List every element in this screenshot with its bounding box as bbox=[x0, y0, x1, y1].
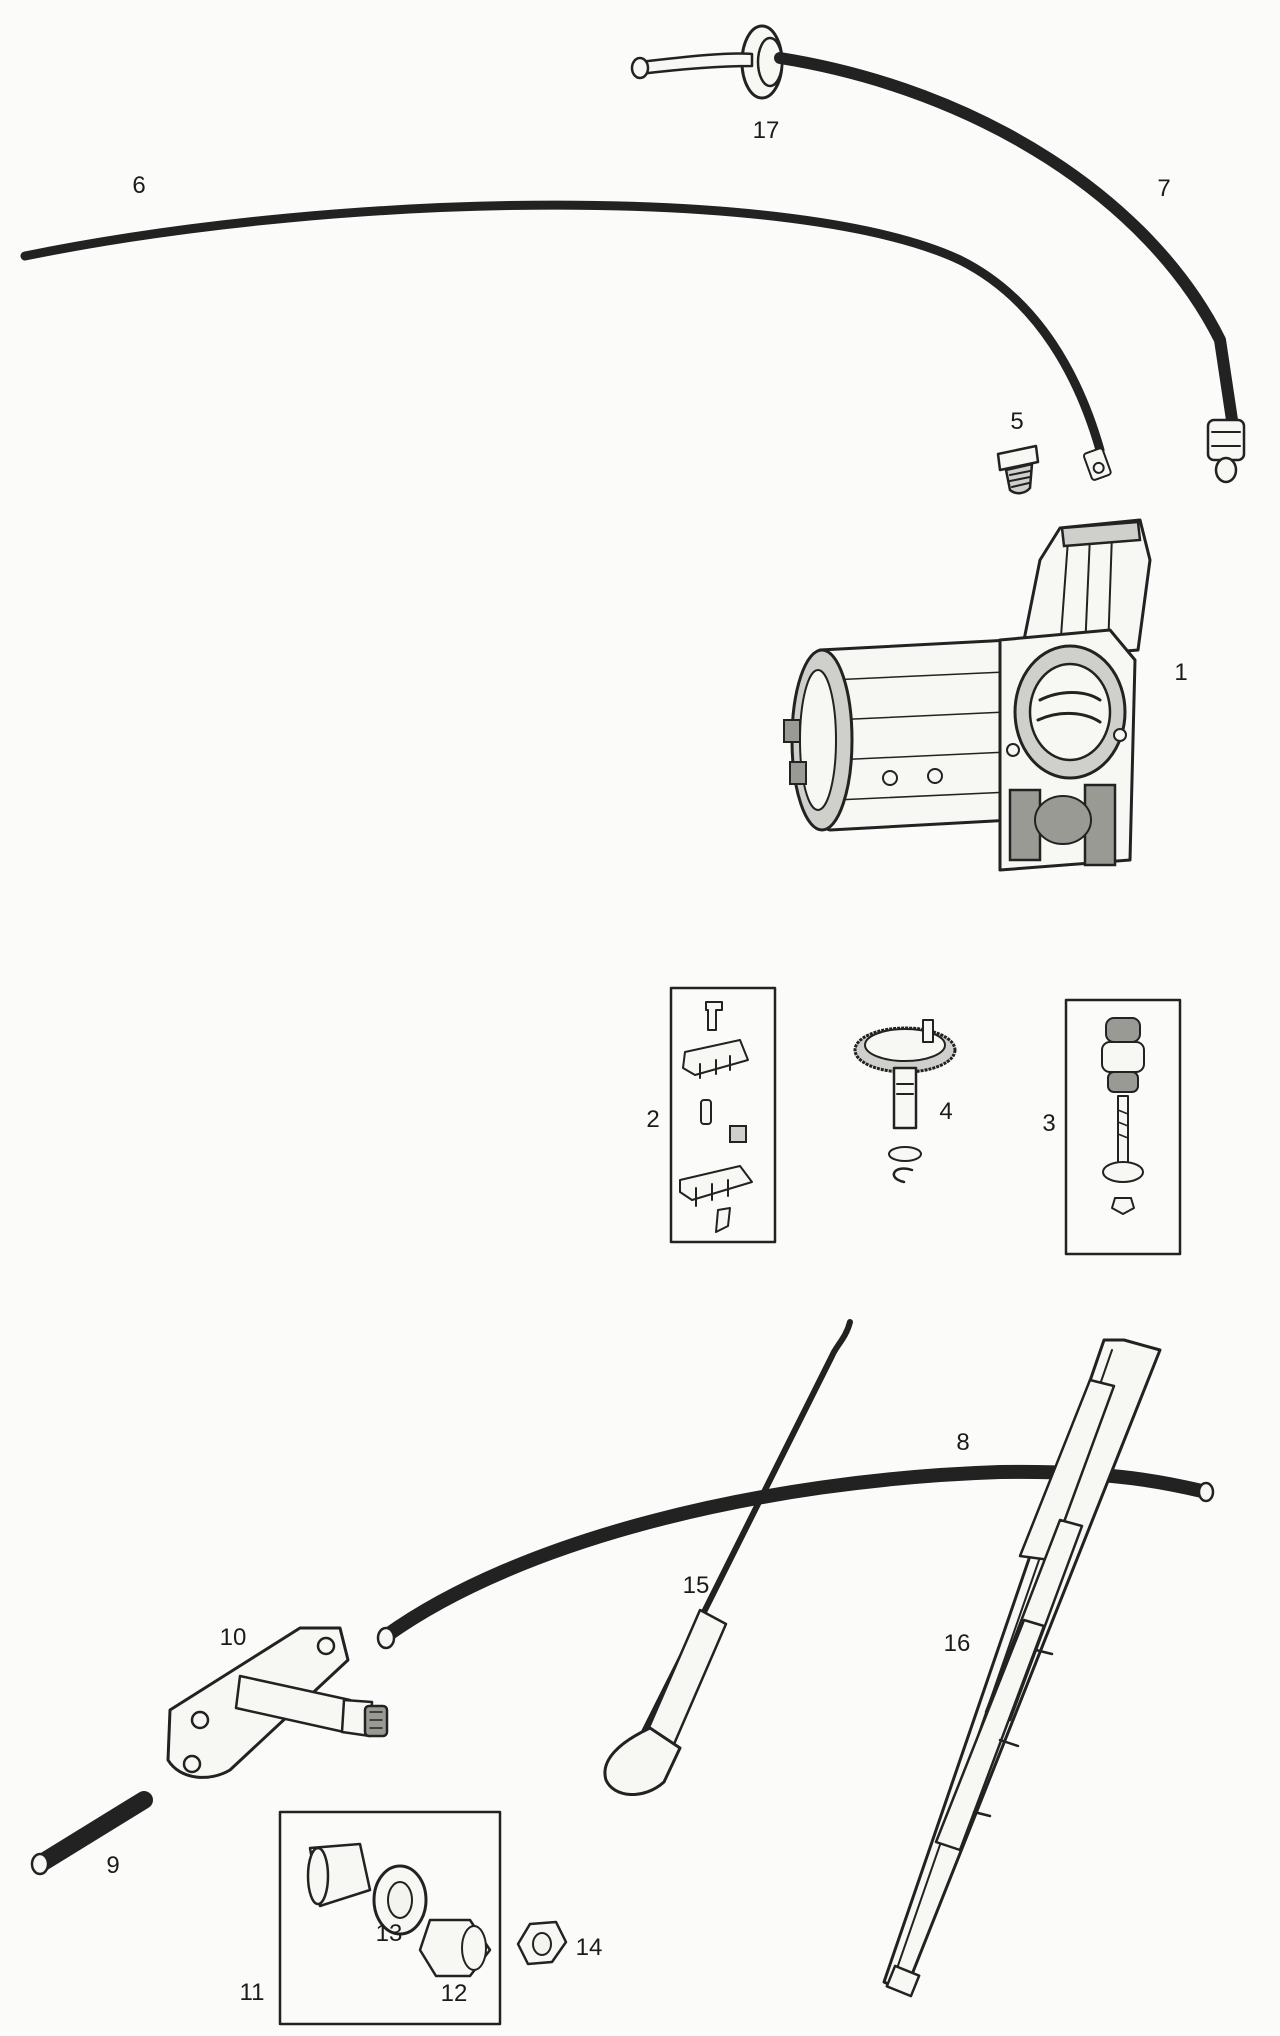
label-part-11: 11 bbox=[239, 1979, 265, 2006]
part-8-outer-casing bbox=[376, 1464, 1215, 1650]
part-11-spindle-kit bbox=[278, 1810, 502, 2026]
part-6-cable-rack bbox=[20, 200, 1112, 481]
label-part-14: 14 bbox=[575, 1934, 603, 1961]
label-part-4: 4 bbox=[939, 1098, 953, 1125]
part-17-grommet bbox=[630, 24, 784, 100]
label-part-13: 13 bbox=[375, 1920, 403, 1947]
label-part-1: 1 bbox=[1174, 659, 1188, 686]
label-part-7: 7 bbox=[1157, 175, 1171, 202]
part-9-end-tube bbox=[30, 1791, 153, 1876]
part-3-armature-kit bbox=[1064, 998, 1182, 1256]
label-part-2: 2 bbox=[646, 1106, 660, 1133]
label-part-8: 8 bbox=[956, 1429, 970, 1456]
label-part-5: 5 bbox=[1010, 408, 1024, 435]
part-10-wheelbox bbox=[166, 1626, 389, 1779]
label-part-15: 15 bbox=[682, 1572, 710, 1599]
label-part-6: 6 bbox=[132, 172, 146, 199]
part-16-wiper-blade bbox=[882, 1338, 1162, 1998]
label-part-9: 9 bbox=[106, 1852, 120, 1879]
label-part-17: 17 bbox=[752, 117, 780, 144]
part-15-wiper-arm bbox=[603, 1319, 853, 1796]
part-7-outer-casing bbox=[774, 52, 1246, 484]
part-1-wiper-motor bbox=[783, 518, 1152, 872]
label-part-3: 3 bbox=[1042, 1110, 1056, 1137]
part-2-brush-gear bbox=[669, 986, 777, 1244]
label-part-16: 16 bbox=[943, 1630, 971, 1657]
part-4-final-drive-gear bbox=[853, 1019, 957, 1184]
label-part-12: 12 bbox=[440, 1980, 468, 2007]
label-part-10: 10 bbox=[219, 1624, 247, 1651]
part-14-nut bbox=[516, 1920, 568, 1966]
part-5-ferrule bbox=[996, 444, 1040, 495]
